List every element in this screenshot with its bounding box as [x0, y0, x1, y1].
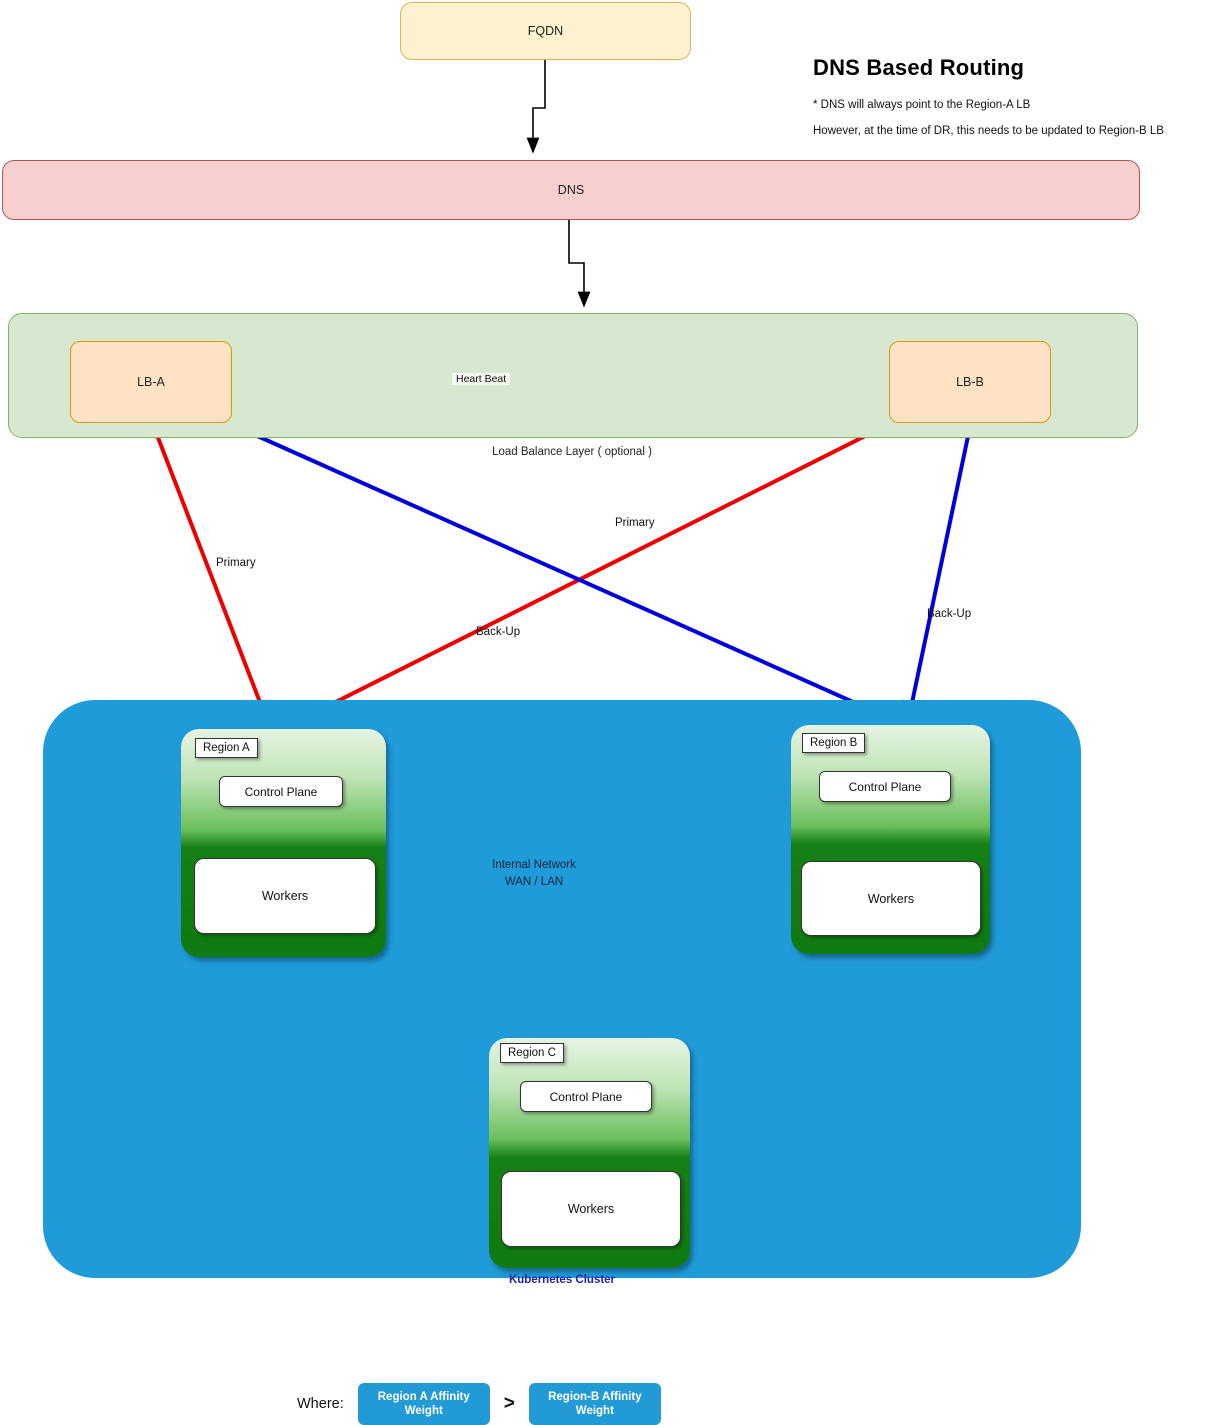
region-b-control-plane[interactable]: Control Plane — [819, 771, 951, 802]
kubernetes-cluster-caption: Kubernetes Cluster — [508, 1274, 616, 1286]
edge-lbb-backup-region-b — [902, 421, 973, 726]
edge-lba-backup-region-b — [225, 420, 901, 724]
fqdn-node[interactable]: FQDN — [400, 2, 691, 60]
legend-pill-region-a: Region A Affinity Weight — [357, 1383, 490, 1425]
region-c-workers[interactable]: Workers — [501, 1171, 681, 1247]
lb-b-label: LB-B — [956, 375, 984, 389]
internal-network-line1: Internal Network — [492, 859, 576, 871]
legend-where-label: Where: — [297, 1396, 344, 1412]
legend-pill-region-a-line1: Region A Affinity — [377, 1391, 470, 1403]
load-balance-layer-caption: Load Balance Layer ( optional ) — [492, 446, 652, 458]
region-a-tag: Region A — [195, 738, 258, 758]
legend-pill-region-b: Region-B Affinity Weight — [528, 1383, 661, 1425]
lb-a-node[interactable]: LB-A — [70, 341, 232, 423]
legend-pill-region-a-line2: Weight — [404, 1405, 443, 1417]
edge-lba-primary-region-a — [150, 421, 270, 726]
internal-network-line2: WAN / LAN — [504, 876, 564, 888]
region-b-tag: Region B — [802, 733, 866, 753]
dns-node[interactable]: DNS — [2, 160, 1140, 220]
lb-a-label: LB-A — [137, 375, 165, 389]
note-dns-points-region-a: * DNS will always point to the Region-A … — [813, 99, 1031, 111]
region-b-workers[interactable]: Workers — [801, 861, 981, 936]
edge-label-primary-right: Primary — [615, 517, 655, 529]
edge-label-backup-mid: Back-Up — [476, 626, 521, 638]
note-dr-update-region-b: However, at the time of DR, this needs t… — [813, 125, 1164, 137]
legend-greater-than-operator: > — [503, 1393, 515, 1414]
heartbeat-edge-label: Heart Beat — [452, 373, 511, 385]
internal-network-label: Internal Network WAN / LAN — [455, 857, 613, 891]
edge-dns-to-lb-layer — [568, 218, 591, 308]
dns-label: DNS — [557, 183, 585, 197]
edge-label-primary-left: Primary — [216, 557, 256, 569]
edge-label-backup-right: Back-Up — [927, 608, 972, 620]
region-a-control-plane[interactable]: Control Plane — [219, 776, 343, 807]
edge-fqdn-to-dns — [526, 58, 546, 154]
lb-b-node[interactable]: LB-B — [889, 341, 1051, 423]
edge-lbb-primary-region-a — [285, 420, 894, 728]
affinity-weight-legend: Where: Region A Affinity Weight > Region… — [297, 1383, 661, 1425]
page-title: DNS Based Routing — [813, 55, 1025, 80]
legend-pill-region-b-line2: Weight — [575, 1405, 614, 1417]
legend-pill-region-b-line1: Region-B Affinity — [548, 1391, 642, 1403]
region-a-workers[interactable]: Workers — [194, 858, 376, 934]
region-c-control-plane[interactable]: Control Plane — [520, 1081, 652, 1112]
region-c-tag: Region C — [500, 1043, 564, 1063]
fqdn-label: FQDN — [527, 24, 564, 38]
